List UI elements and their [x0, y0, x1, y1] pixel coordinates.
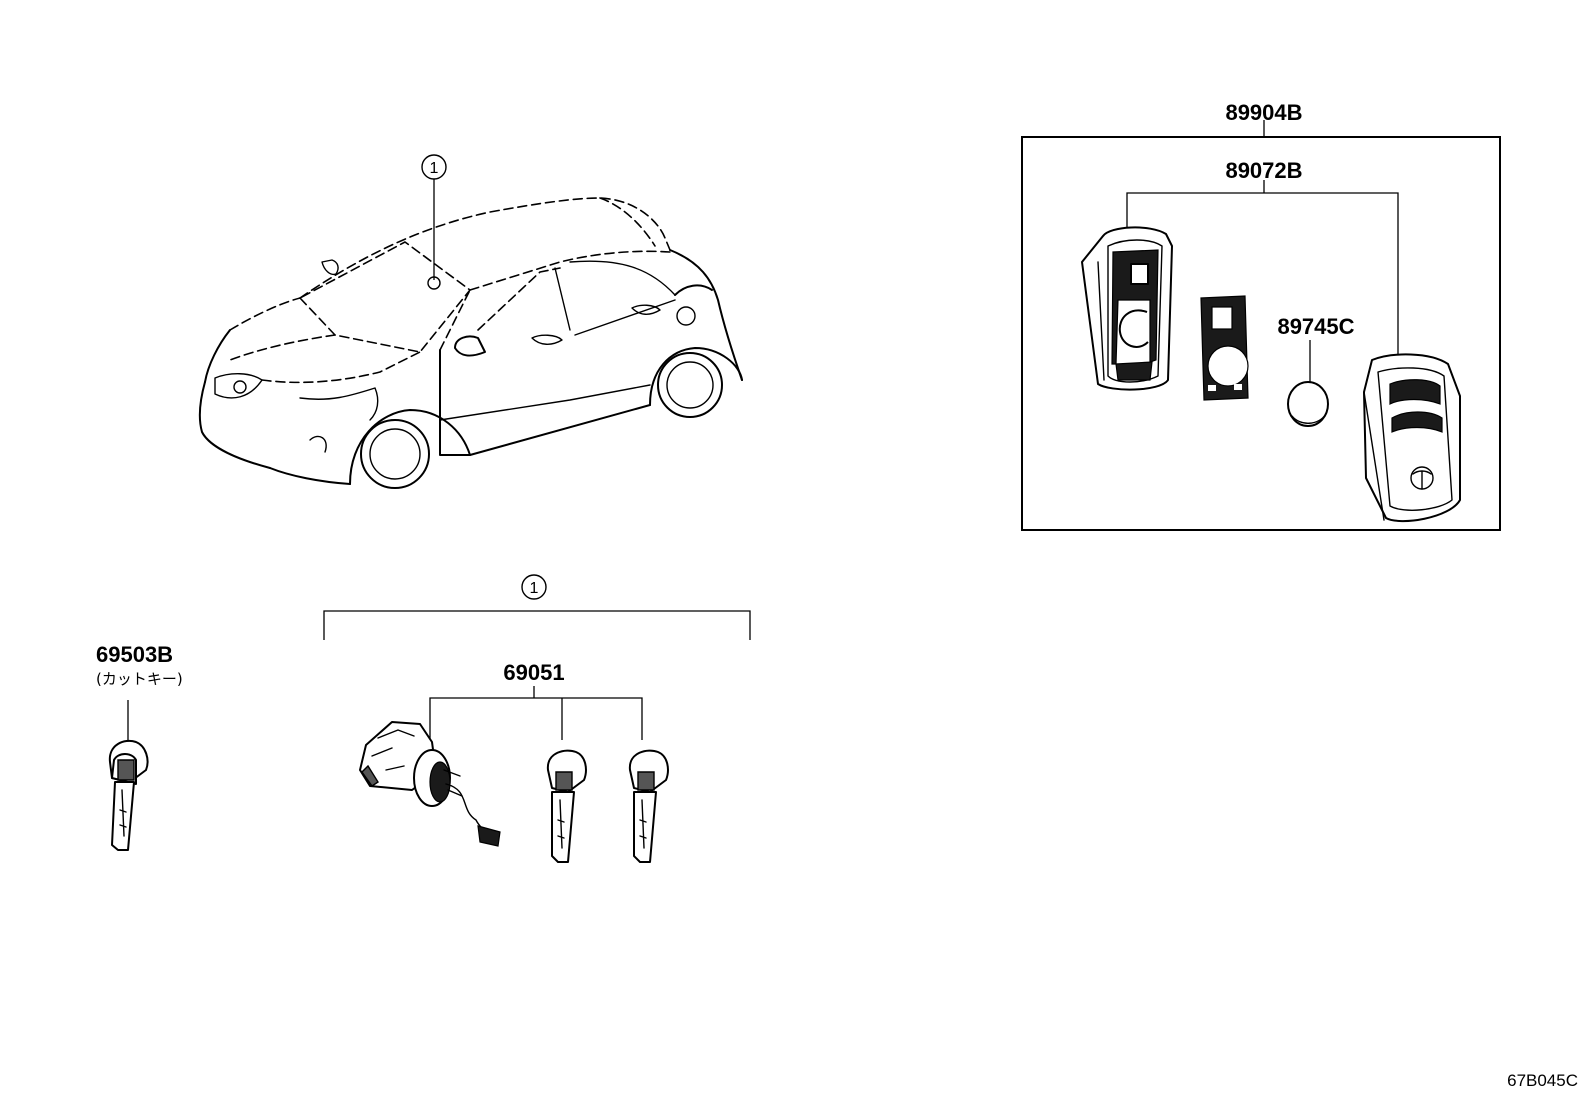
part-number-89072B: 89072B — [1225, 158, 1302, 183]
master-key-1 — [546, 749, 587, 863]
lock-set-bracket — [323, 574, 751, 745]
diagram-code: 67B045C — [1507, 1071, 1578, 1090]
part-number-89904B: 89904B — [1225, 100, 1302, 125]
part-number-69051: 69051 — [503, 660, 564, 685]
transmitter-case-inner — [1081, 226, 1173, 391]
vehicle-callout-number: 1 — [430, 160, 439, 177]
ignition-lock-cylinder — [359, 721, 501, 847]
cut-key-note: (カットキー) — [96, 670, 183, 688]
circuit-board-plate — [1200, 295, 1249, 401]
part-number-69503B: 69503B — [96, 642, 173, 667]
battery-coin-cell — [1287, 340, 1329, 427]
transmitter-case-outer — [1363, 353, 1461, 523]
smart-key-assembly — [1021, 120, 1501, 531]
cut-key-illustration — [108, 700, 149, 851]
part-number-89745C: 89745C — [1277, 314, 1354, 339]
vehicle-illustration — [198, 154, 743, 489]
set-callout-number: 1 — [530, 580, 539, 597]
master-key-2 — [628, 749, 669, 863]
